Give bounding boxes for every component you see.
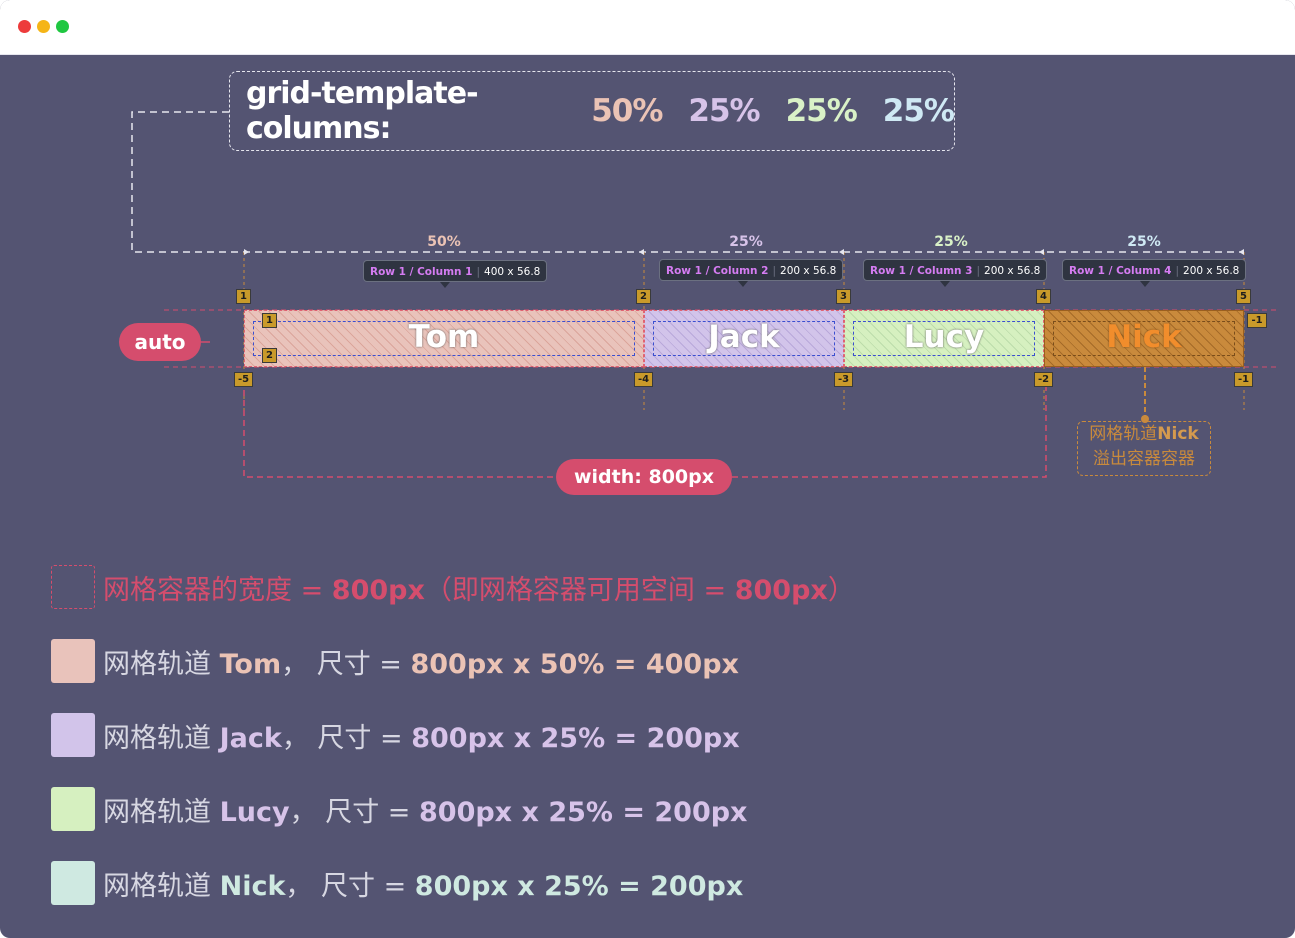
chip-size: 200 x 56.8 [984,265,1041,277]
title-bar [0,0,1295,55]
overflow-note-prefix: 网格轨道 [1089,424,1158,444]
chip-row-column: Row 1 / Column 2 [666,265,769,277]
legend-text: 网格轨道 [103,796,220,828]
formula-value-3: 25% [785,93,858,129]
legend-calc: 800px x 25% = 200px [411,722,740,754]
column-size-label-tom: 50% [427,234,461,250]
line-number-top: 2 [636,289,651,304]
line-number-top: 3 [836,289,851,304]
color-swatch-nick [51,861,95,905]
row-line-number-negative: -1 [1247,313,1267,328]
close-window-icon[interactable] [18,20,31,33]
formula-value-1: 50% [591,93,663,129]
line-number-top: 4 [1036,289,1051,304]
legend-calc: 800px x 50% = 400px [410,648,739,680]
line-number-bottom: -1 [1234,372,1253,387]
line-number-bottom: -4 [634,372,653,387]
legend-text: 网格轨道 [103,870,220,902]
legend-item-nick: 网格轨道 Nick， 尺寸 = 800px x 25% = 200px [51,861,743,905]
grid-item-label: Tom [408,319,480,355]
overflow-note-line2: 溢出容器容器 [1093,449,1195,469]
legend-name: Lucy [219,796,290,828]
grid-item-tom: Tom [244,310,644,367]
chip-size: 200 x 56.8 [1183,265,1240,277]
column-size-label-nick: 25% [1127,234,1161,250]
maximize-window-icon[interactable] [56,20,69,33]
nick-overflow-note: 网格轨道Nick 溢出容器容器 [1077,421,1211,476]
overflow-note-name: Nick [1157,424,1199,444]
line-number-bottom: -5 [234,372,253,387]
legend-text: ， 尺寸 = [281,722,412,754]
chip-row-column: Row 1 / Column 4 [1069,265,1172,277]
color-swatch-lucy [51,787,95,831]
devtools-chip-column-2: Row 1 / Column 2|200 x 56.8 [659,259,844,281]
line-number-bottom: -2 [1034,372,1053,387]
formula-value-4: 25% [882,93,955,129]
grid-template-formula: grid-template-columns: 50% 25% 25% 25% [229,71,955,151]
legend-item-tom: 网格轨道 Tom， 尺寸 = 800px x 50% = 400px [51,639,739,683]
chip-pointer [440,282,450,288]
dashed-box-swatch [51,565,95,609]
grid-item-jack: Jack [644,310,844,367]
legend-name: Nick [219,870,286,902]
chip-pointer [1140,281,1150,287]
legend-value: 800px [331,574,425,606]
legend-text: ， 尺寸 = [285,870,415,902]
column-size-label-jack: 25% [729,234,763,250]
grid-item-label: Nick [1106,319,1182,355]
legend-item-container-width: 网格容器的宽度 = 800px（即网格容器可用空间 = 800px） [51,565,855,609]
chip-pointer [940,281,950,287]
legend-item-jack: 网格轨道 Jack， 尺寸 = 800px x 25% = 200px [51,713,740,757]
row-size-auto-badge: auto [119,323,201,361]
chip-row-column: Row 1 / Column 3 [870,265,973,277]
chip-pointer [738,281,748,287]
legend-name: Tom [219,648,282,680]
grid-item-label: Lucy [903,319,985,355]
line-number-top: 5 [1236,289,1251,304]
minimize-window-icon[interactable] [37,20,50,33]
legend-text: （即网格容器可用空间 = [424,574,735,606]
legend-item-lucy: 网格轨道 Lucy， 尺寸 = 800px x 25% = 200px [51,787,747,831]
legend-name: Jack [219,722,282,754]
line-number-bottom: -3 [834,372,853,387]
chip-row-column: Row 1 / Column 1 [370,266,473,278]
formula-property: grid-template-columns: [246,76,479,146]
grid-item-nick: Nick [1044,310,1244,367]
devtools-chip-column-4: Row 1 / Column 4|200 x 56.8 [1062,259,1247,281]
grid-item-label: Jack [708,319,780,355]
legend-value: 800px [734,574,828,606]
legend-calc: 800px x 25% = 200px [414,870,744,902]
line-number-top: 1 [236,289,251,304]
legend-text: ） [827,574,855,606]
legend-text: ， 尺寸 = [281,648,411,680]
devtools-chip-column-1: Row 1 / Column 1|400 x 56.8 [363,260,548,282]
legend-calc: 800px x 25% = 200px [419,796,748,828]
row-line-number: 2 [262,348,277,363]
chip-size: 200 x 56.8 [780,265,837,277]
container-width-badge: width: 800px [556,459,732,495]
color-swatch-tom [51,639,95,683]
chip-size: 400 x 56.8 [484,266,541,278]
legend-text: 网格容器的宽度 = [103,574,332,606]
legend-text: ， 尺寸 = [289,796,419,828]
legend-text: 网格轨道 [103,648,220,680]
legend-text: 网格轨道 [103,722,220,754]
row-line-number: 1 [262,313,277,328]
formula-value-2: 25% [688,93,760,129]
grid-item-lucy: Lucy [844,310,1044,367]
column-size-label-lucy: 25% [934,234,968,250]
devtools-chip-column-3: Row 1 / Column 3|200 x 56.8 [863,259,1048,281]
color-swatch-jack [51,713,95,757]
